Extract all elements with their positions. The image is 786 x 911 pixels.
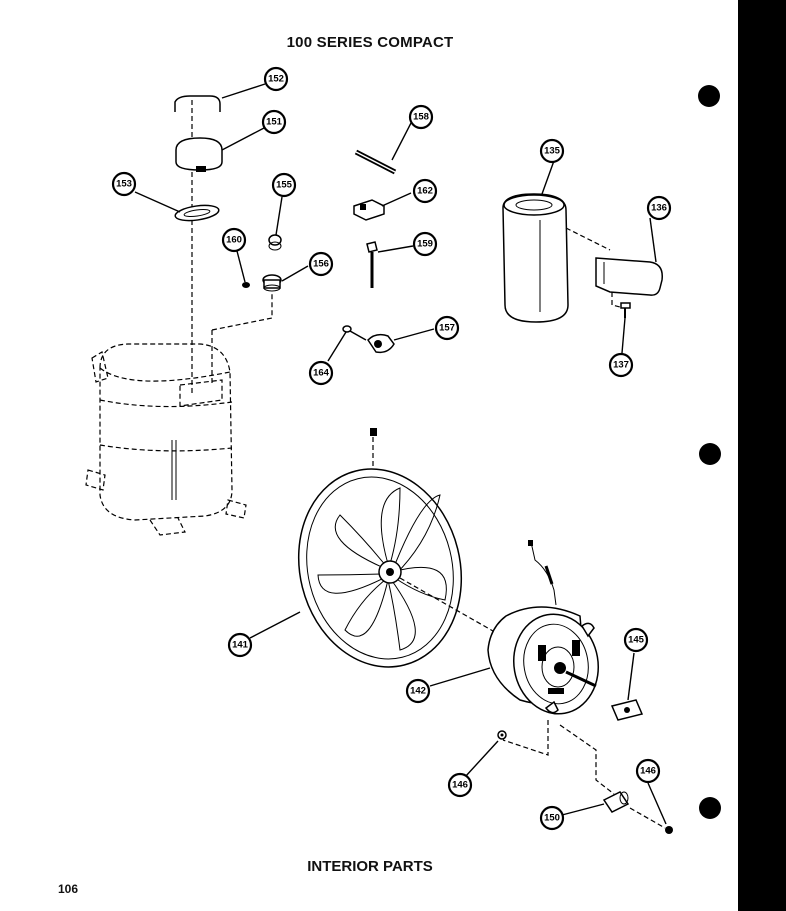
- callout-137: 137: [608, 352, 634, 378]
- callout-135: 135: [539, 138, 565, 164]
- callout-150-label: 150: [544, 813, 560, 824]
- callout-158-label: 158: [413, 112, 429, 123]
- callout-137-label: 137: [613, 360, 629, 371]
- part-150-spacer: [602, 791, 630, 813]
- callout-158: 158: [408, 104, 434, 130]
- callout-151-label: 151: [266, 117, 283, 128]
- part-156-bushing: [262, 274, 282, 292]
- callout-160-label: 160: [226, 235, 242, 246]
- binder-hole-middle: [699, 443, 721, 465]
- callout-153: 153: [111, 171, 137, 197]
- callout-162-label: 162: [417, 186, 433, 197]
- callout-146-left: 146: [447, 772, 473, 798]
- callout-156-label: 156: [313, 259, 329, 270]
- callout-150: 150: [539, 805, 565, 831]
- fan-nut: [370, 428, 377, 436]
- callout-152-label: 152: [268, 74, 284, 85]
- callout-156: 156: [308, 251, 334, 277]
- callout-155-label: 155: [276, 180, 293, 191]
- callout-159-label: 159: [417, 239, 433, 250]
- diagram-caption: INTERIOR PARTS: [307, 858, 433, 875]
- callout-141: 141: [227, 632, 253, 658]
- callout-159: 159: [412, 231, 438, 257]
- leader-lines: [134, 83, 667, 825]
- callout-135-label: 135: [544, 146, 561, 157]
- part-142-fan-motor: [487, 606, 600, 715]
- part-155-grommet: [268, 234, 282, 251]
- compressor-outline: [85, 343, 247, 536]
- motor-lead-wire: [528, 540, 557, 606]
- part-158-rod: [354, 149, 397, 175]
- part-135-capacitor: [502, 193, 569, 323]
- callout-136-label: 136: [651, 203, 667, 214]
- part-157-clamp: [367, 333, 395, 354]
- binder-hole-top: [698, 85, 720, 107]
- part-141-fan-blade: [297, 468, 463, 668]
- callout-152: 152: [263, 66, 289, 92]
- callout-146-right-label: 146: [640, 766, 656, 777]
- part-152-wire-clip: [174, 95, 221, 112]
- callout-164: 164: [308, 360, 334, 386]
- callout-164-label: 164: [313, 368, 330, 379]
- callout-141-label: 141: [232, 640, 249, 651]
- callout-157: 157: [434, 315, 460, 341]
- part-145-plate: [610, 699, 644, 721]
- callout-157-label: 157: [439, 323, 455, 334]
- part-164-screw: [342, 325, 367, 341]
- callout-142: 142: [405, 678, 431, 704]
- callout-142-label: 142: [410, 686, 426, 697]
- binder-edge-strip: [738, 0, 786, 911]
- callout-136: 136: [646, 195, 672, 221]
- page-number: 106: [58, 882, 79, 896]
- callout-160: 160: [221, 227, 247, 253]
- part-153-gasket: [174, 204, 220, 222]
- callout-146-left-label: 146: [452, 780, 468, 791]
- callout-145: 145: [623, 627, 649, 653]
- callout-153-label: 153: [116, 179, 132, 190]
- part-159-pin: [366, 241, 378, 288]
- part-151-terminal-cover: [175, 137, 223, 172]
- part-162-clip: [353, 199, 385, 221]
- callout-151: 151: [261, 109, 287, 135]
- part-146-nut-right: [665, 826, 673, 834]
- part-136-bracket: [595, 257, 663, 296]
- callout-146-right: 146: [635, 758, 661, 784]
- callout-155: 155: [271, 172, 297, 198]
- binder-hole-bottom: [699, 797, 721, 819]
- callout-145-label: 145: [628, 635, 645, 646]
- callout-162: 162: [412, 178, 438, 204]
- part-146-washer-left: [497, 730, 507, 740]
- part-160-screw: [242, 282, 250, 288]
- part-137-screw: [620, 302, 631, 318]
- page-title: 100 SERIES COMPACT: [286, 34, 454, 51]
